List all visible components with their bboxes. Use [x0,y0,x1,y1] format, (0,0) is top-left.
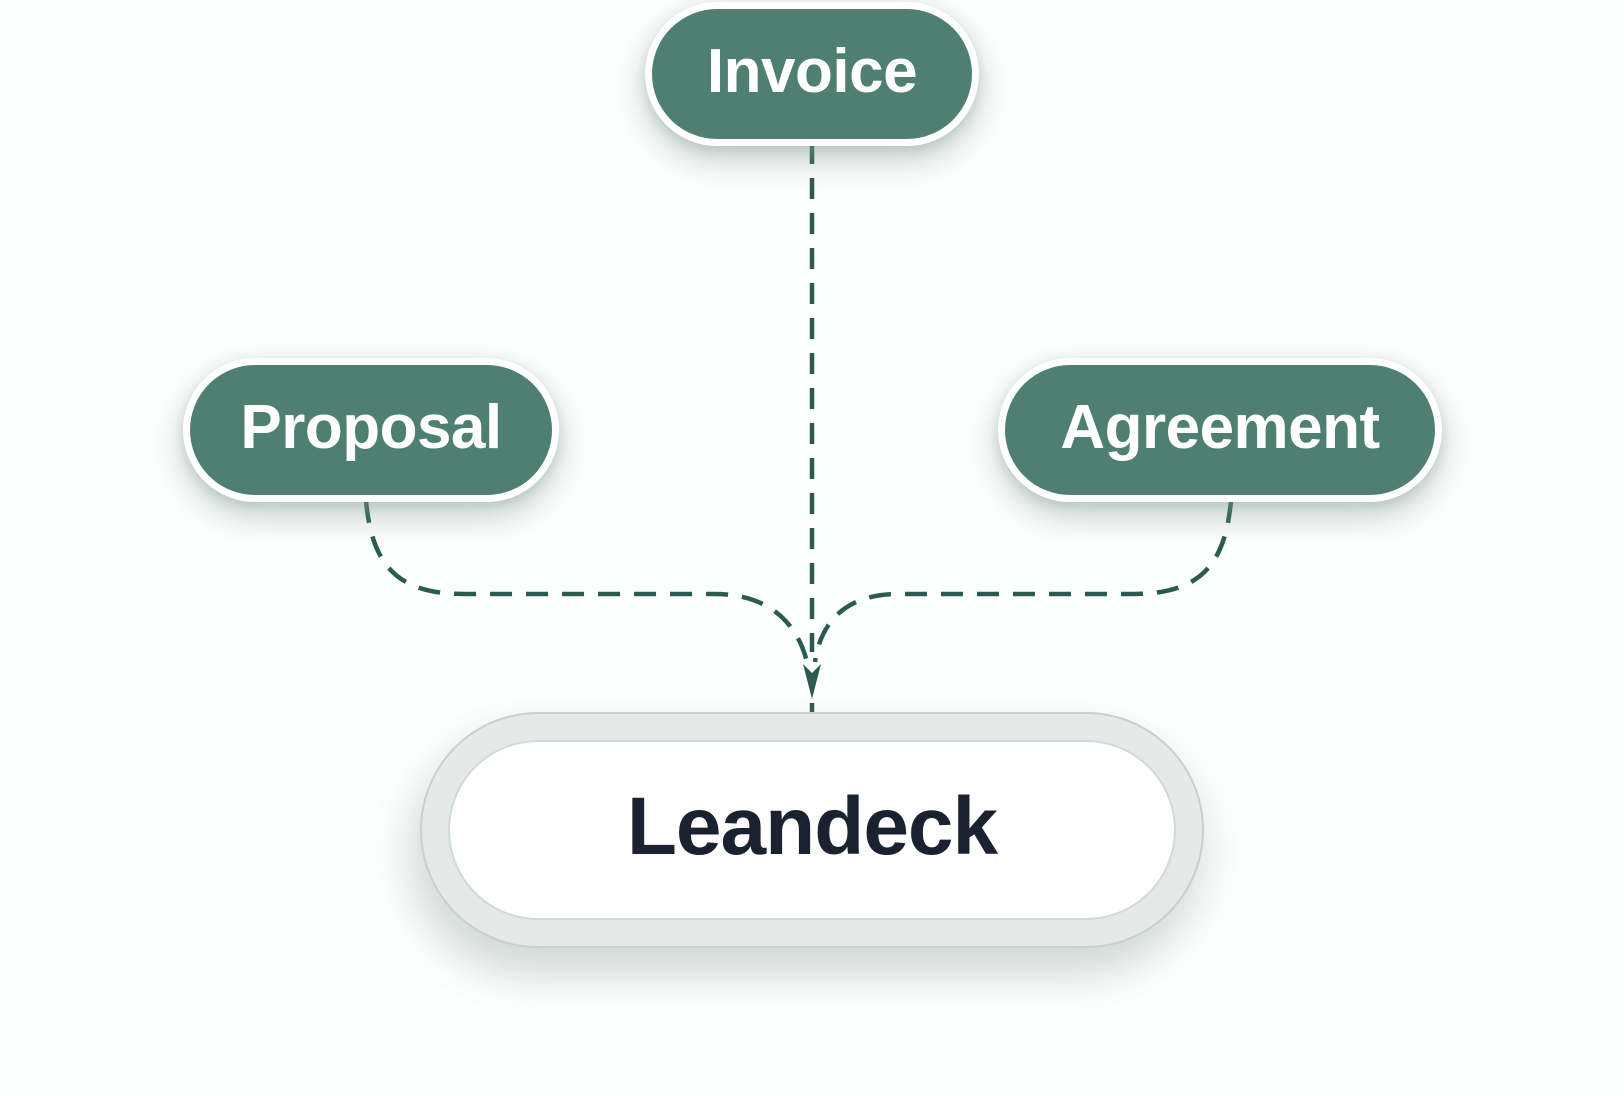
node-leandeck: Leandeck [420,712,1204,948]
node-leandeck-label: Leandeck [626,781,998,872]
node-invoice-label: Invoice [706,37,918,106]
node-leandeck-inner: Leandeck [448,740,1176,920]
node-agreement-label: Agreement [1060,393,1380,462]
node-agreement: Agreement [998,358,1442,502]
node-invoice: Invoice [645,2,979,146]
arrowhead-icon [803,664,821,699]
node-proposal-label: Proposal [240,393,502,462]
connector-agreement-to-leandeck [812,500,1234,663]
node-proposal: Proposal [183,358,559,502]
connector-proposal-to-leandeck [363,500,810,663]
